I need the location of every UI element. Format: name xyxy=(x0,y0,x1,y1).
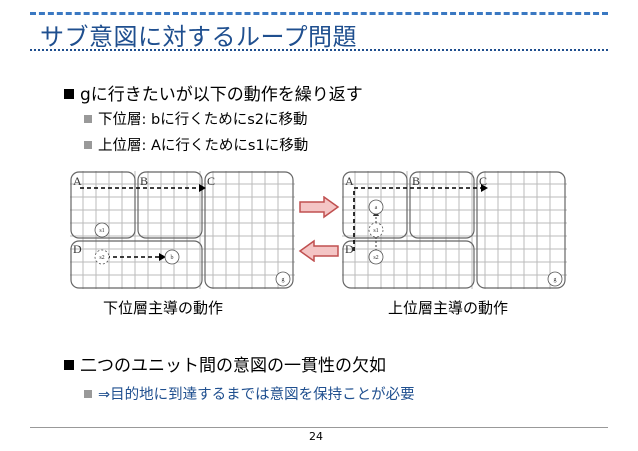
sub-bullet-square-icon xyxy=(84,141,92,149)
room-label-c: C xyxy=(479,174,487,188)
bullet-main: gに行きたいが以下の動作を繰り返す xyxy=(64,80,363,105)
node-b: b xyxy=(171,255,174,261)
title-underline xyxy=(30,49,608,51)
sub-bullet-square-icon xyxy=(84,390,92,398)
room-label-b: B xyxy=(412,174,420,188)
arrow-head-icon xyxy=(159,253,166,261)
sub-bullet-second: ⇒目的地に到達するまでは意図を保持ことが必要 xyxy=(84,383,415,404)
right-arrow-icon xyxy=(299,196,340,219)
bullet-second: 二つのユニット間の意図の一貫性の欠如 xyxy=(64,351,386,376)
right-grid-diagram: A B C D a s1 s2 g xyxy=(342,171,567,289)
sub-bullet-upper: 上位層: Aに行くためにs1に移動 xyxy=(84,134,308,155)
transition-arrows xyxy=(298,196,340,262)
room-label-a: A xyxy=(345,174,354,188)
slide-title: サブ意図に対するループ問題 xyxy=(40,23,358,51)
node-g: g xyxy=(282,277,285,283)
bullet-square-icon xyxy=(64,360,74,370)
room-label-c: C xyxy=(207,174,215,188)
left-grid-diagram: A B C D s1 s2 b g xyxy=(70,171,295,289)
page-number: 24 xyxy=(309,430,323,443)
room-label-d: D xyxy=(73,242,82,256)
node-a: a xyxy=(375,205,378,211)
sub-bullet-second-text: ⇒目的地に到達するまでは意図を保持ことが必要 xyxy=(98,387,415,403)
top-dashed-rule xyxy=(30,12,608,15)
left-caption: 下位層主導の動作 xyxy=(103,299,224,317)
arrow-head-icon xyxy=(199,184,206,192)
footer-rule xyxy=(30,427,608,428)
bullet-main-text: gに行きたいが以下の動作を繰り返す xyxy=(80,85,363,105)
left-arrow-icon xyxy=(298,239,339,262)
arrow-head-icon xyxy=(481,184,488,192)
node-s1: s1 xyxy=(99,228,104,234)
room-label-a: A xyxy=(73,174,82,188)
sub-bullet-lower: 下位層: bに行くためにs2に移動 xyxy=(84,108,307,129)
node-s2: s2 xyxy=(373,255,378,261)
node-s2: s2 xyxy=(99,255,104,261)
right-caption: 上位層主導の動作 xyxy=(388,299,509,317)
node-g: g xyxy=(554,277,557,283)
room-label-d: D xyxy=(345,242,354,256)
sub-bullet-upper-text: 上位層: Aに行くためにs1に移動 xyxy=(98,138,309,154)
sub-bullet-square-icon xyxy=(84,115,92,123)
sub-bullet-lower-text: 下位層: bに行くためにs2に移動 xyxy=(98,112,308,128)
bullet-square-icon xyxy=(64,89,74,99)
bullet-second-text: 二つのユニット間の意図の一貫性の欠如 xyxy=(80,356,386,376)
room-label-b: B xyxy=(140,174,148,188)
node-s1: s1 xyxy=(373,228,378,234)
